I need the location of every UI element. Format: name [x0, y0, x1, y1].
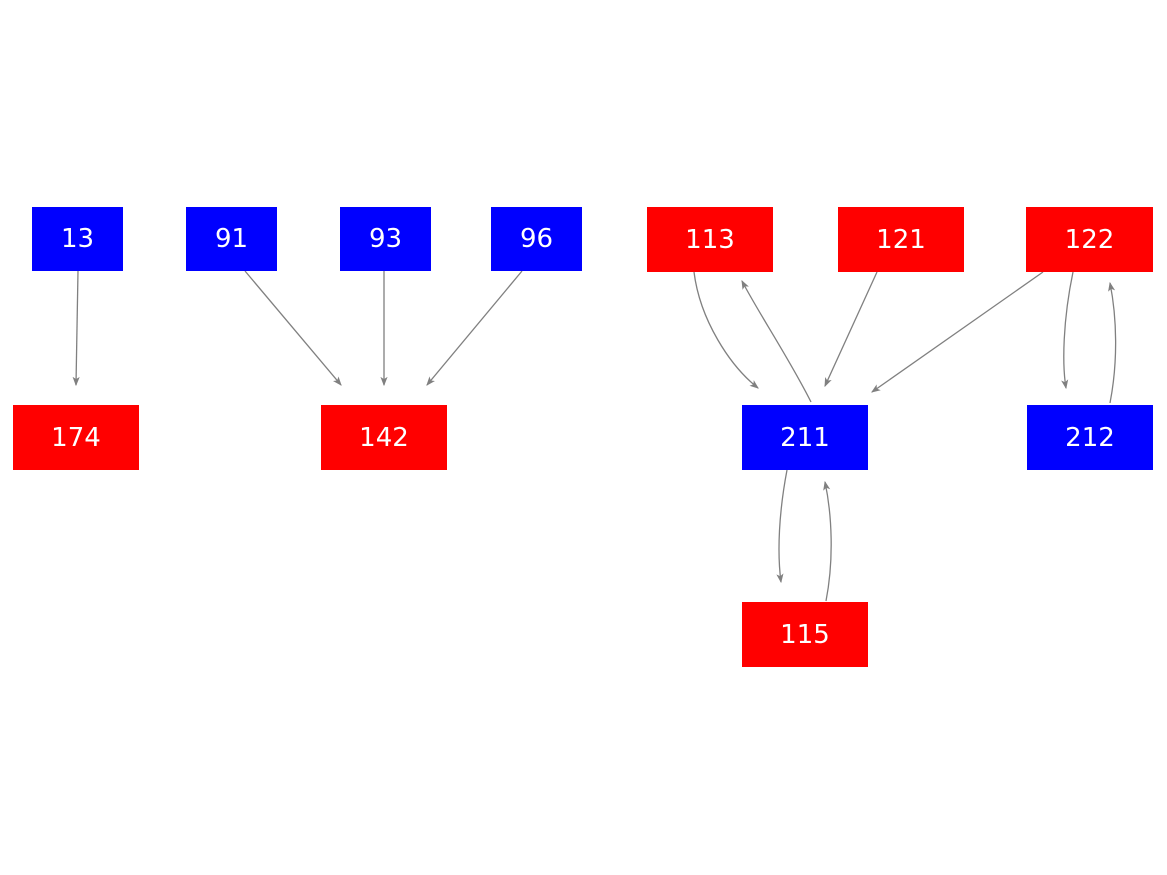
edge-212-to-122	[1108, 281, 1117, 404]
node-121[interactable]: 121	[838, 207, 964, 272]
edge-group	[72, 270, 1117, 602]
node-label-96: 96	[519, 224, 554, 254]
node-label-142: 142	[359, 422, 409, 453]
edge-91-to-142	[244, 270, 342, 386]
node-label-115: 115	[780, 619, 830, 650]
node-13[interactable]: 13	[32, 207, 123, 271]
node-91[interactable]: 91	[186, 207, 277, 271]
node-label-91: 91	[214, 224, 249, 254]
edge-13-to-174	[72, 270, 80, 387]
node-label-93: 93	[368, 224, 403, 254]
node-113[interactable]: 113	[647, 207, 773, 272]
node-label-174: 174	[51, 422, 101, 453]
edge-113-to-211	[693, 271, 759, 389]
node-96[interactable]: 96	[491, 207, 582, 271]
node-115[interactable]: 115	[742, 602, 868, 667]
node-174[interactable]: 174	[13, 405, 139, 470]
edge-122-to-212	[1061, 271, 1074, 390]
edge-115-to-211	[823, 480, 832, 602]
node-label-122: 122	[1064, 224, 1115, 255]
node-label-211: 211	[780, 422, 830, 453]
edge-211-to-113	[741, 279, 812, 403]
node-label-13: 13	[60, 224, 95, 254]
edge-121-to-211	[824, 271, 878, 388]
node-142[interactable]: 142	[321, 405, 447, 470]
node-label-113: 113	[685, 224, 735, 255]
node-212[interactable]: 212	[1027, 405, 1153, 470]
edge-211-to-115	[776, 469, 788, 584]
edge-96-to-142	[426, 270, 523, 386]
node-211[interactable]: 211	[742, 405, 868, 470]
node-label-212: 212	[1065, 422, 1115, 453]
node-122[interactable]: 122	[1026, 207, 1153, 272]
edge-122-to-211	[871, 271, 1044, 393]
node-label-121: 121	[876, 224, 926, 255]
node-93[interactable]: 93	[340, 207, 431, 271]
